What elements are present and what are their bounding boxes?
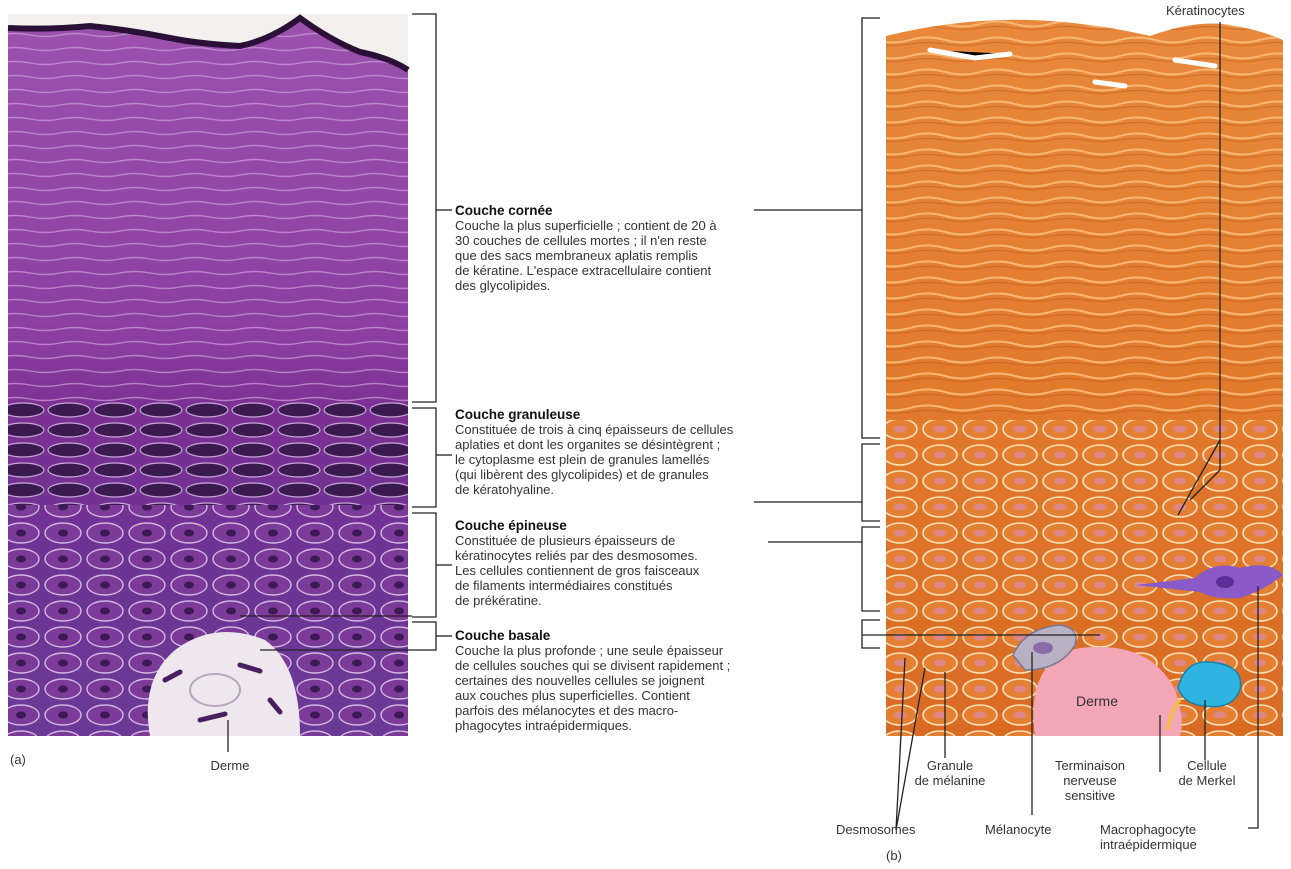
label-macrophagocyte-line: Macrophagocyte: [1100, 822, 1197, 837]
layer-basale-line: de cellules souches qui se divisent rapi…: [455, 658, 730, 673]
layer-basale-line: phagocytes intraépidermiques.: [455, 718, 730, 733]
histology-panel: [8, 14, 408, 736]
label-merkel-line: Cellule: [1164, 758, 1250, 773]
panel-a-derme-label: Derme: [190, 758, 270, 773]
layer-cornee-line: Couche la plus superficielle ; contient …: [455, 218, 717, 233]
label-granule-melanine-line: de mélanine: [905, 773, 995, 788]
panel-b-label: (b): [886, 848, 902, 863]
layer-basale-line: certaines des nouvelles cellules se joig…: [455, 673, 730, 688]
layer-basale-line: Couche la plus profonde ; une seule épai…: [455, 643, 730, 658]
layer-cornee-line: des glycolipides.: [455, 278, 717, 293]
panel-a-label: (a): [10, 752, 26, 767]
layer-basale-line: parfois des mélanocytes et des macro-: [455, 703, 730, 718]
layer-basale-title: Couche basale: [455, 628, 730, 643]
layer-granuleuse-line: de kératohyaline.: [455, 482, 733, 497]
label-merkel-line: de Merkel: [1164, 773, 1250, 788]
layer-epineuse-line: de prékératine.: [455, 593, 699, 608]
layer-granuleuse-line: Constituée de trois à cinq épaisseurs de…: [455, 422, 733, 437]
layer-cornee-line: 30 couches de cellules mortes ; il n'en …: [455, 233, 717, 248]
layer-cornee-line: de kératine. L'espace extracellulaire co…: [455, 263, 717, 278]
layer-epineuse-line: kératinocytes reliés par des desmosomes.: [455, 548, 699, 563]
layer-basale-line: aux couches plus superficielles. Contien…: [455, 688, 730, 703]
layer-granuleuse-line: (qui libèrent des glycolipides) et de gr…: [455, 467, 733, 482]
layer-granuleuse: Couche granuleuse Constituée de trois à …: [455, 407, 733, 497]
label-macrophagocyte: Macrophagocyte intraépidermique: [1100, 822, 1197, 852]
label-macrophagocyte-line: intraépidermique: [1100, 837, 1197, 852]
label-keratinocytes: Kératinocytes: [1166, 3, 1245, 18]
layer-granuleuse-line: le cytoplasme est plein de granules lame…: [455, 452, 733, 467]
illustration-panel: [886, 20, 1283, 736]
label-granule-melanine-line: Granule: [905, 758, 995, 773]
label-merkel: Cellule de Merkel: [1164, 758, 1250, 788]
layer-granuleuse-line: aplaties et dont les organites se désint…: [455, 437, 733, 452]
layer-epineuse-line: de filaments intermédiaires constitués: [455, 578, 699, 593]
layer-epineuse-line: Les cellules contiennent de gros faiscea…: [455, 563, 699, 578]
label-granule-melanine: Granule de mélanine: [905, 758, 995, 788]
layer-cornee-title: Couche cornée: [455, 203, 717, 218]
panel-b-derme-label: Derme: [1076, 694, 1118, 709]
label-desmosomes: Desmosomes: [836, 822, 915, 837]
label-terminaison-line: sensitive: [1040, 788, 1140, 803]
layer-basale: Couche basale Couche la plus profonde ; …: [455, 628, 730, 733]
label-melanocyte: Mélanocyte: [985, 822, 1051, 837]
layer-granuleuse-title: Couche granuleuse: [455, 407, 733, 422]
layer-cornee: Couche cornée Couche la plus superficiel…: [455, 203, 717, 293]
layer-epineuse-title: Couche épineuse: [455, 518, 699, 533]
layer-epineuse: Couche épineuse Constituée de plusieurs …: [455, 518, 699, 608]
label-terminaison-line: Terminaison: [1040, 758, 1140, 773]
label-terminaison-line: nerveuse: [1040, 773, 1140, 788]
label-terminaison: Terminaison nerveuse sensitive: [1040, 758, 1140, 803]
layer-cornee-line: que des sacs membraneux aplatis remplis: [455, 248, 717, 263]
layer-epineuse-line: Constituée de plusieurs épaisseurs de: [455, 533, 699, 548]
